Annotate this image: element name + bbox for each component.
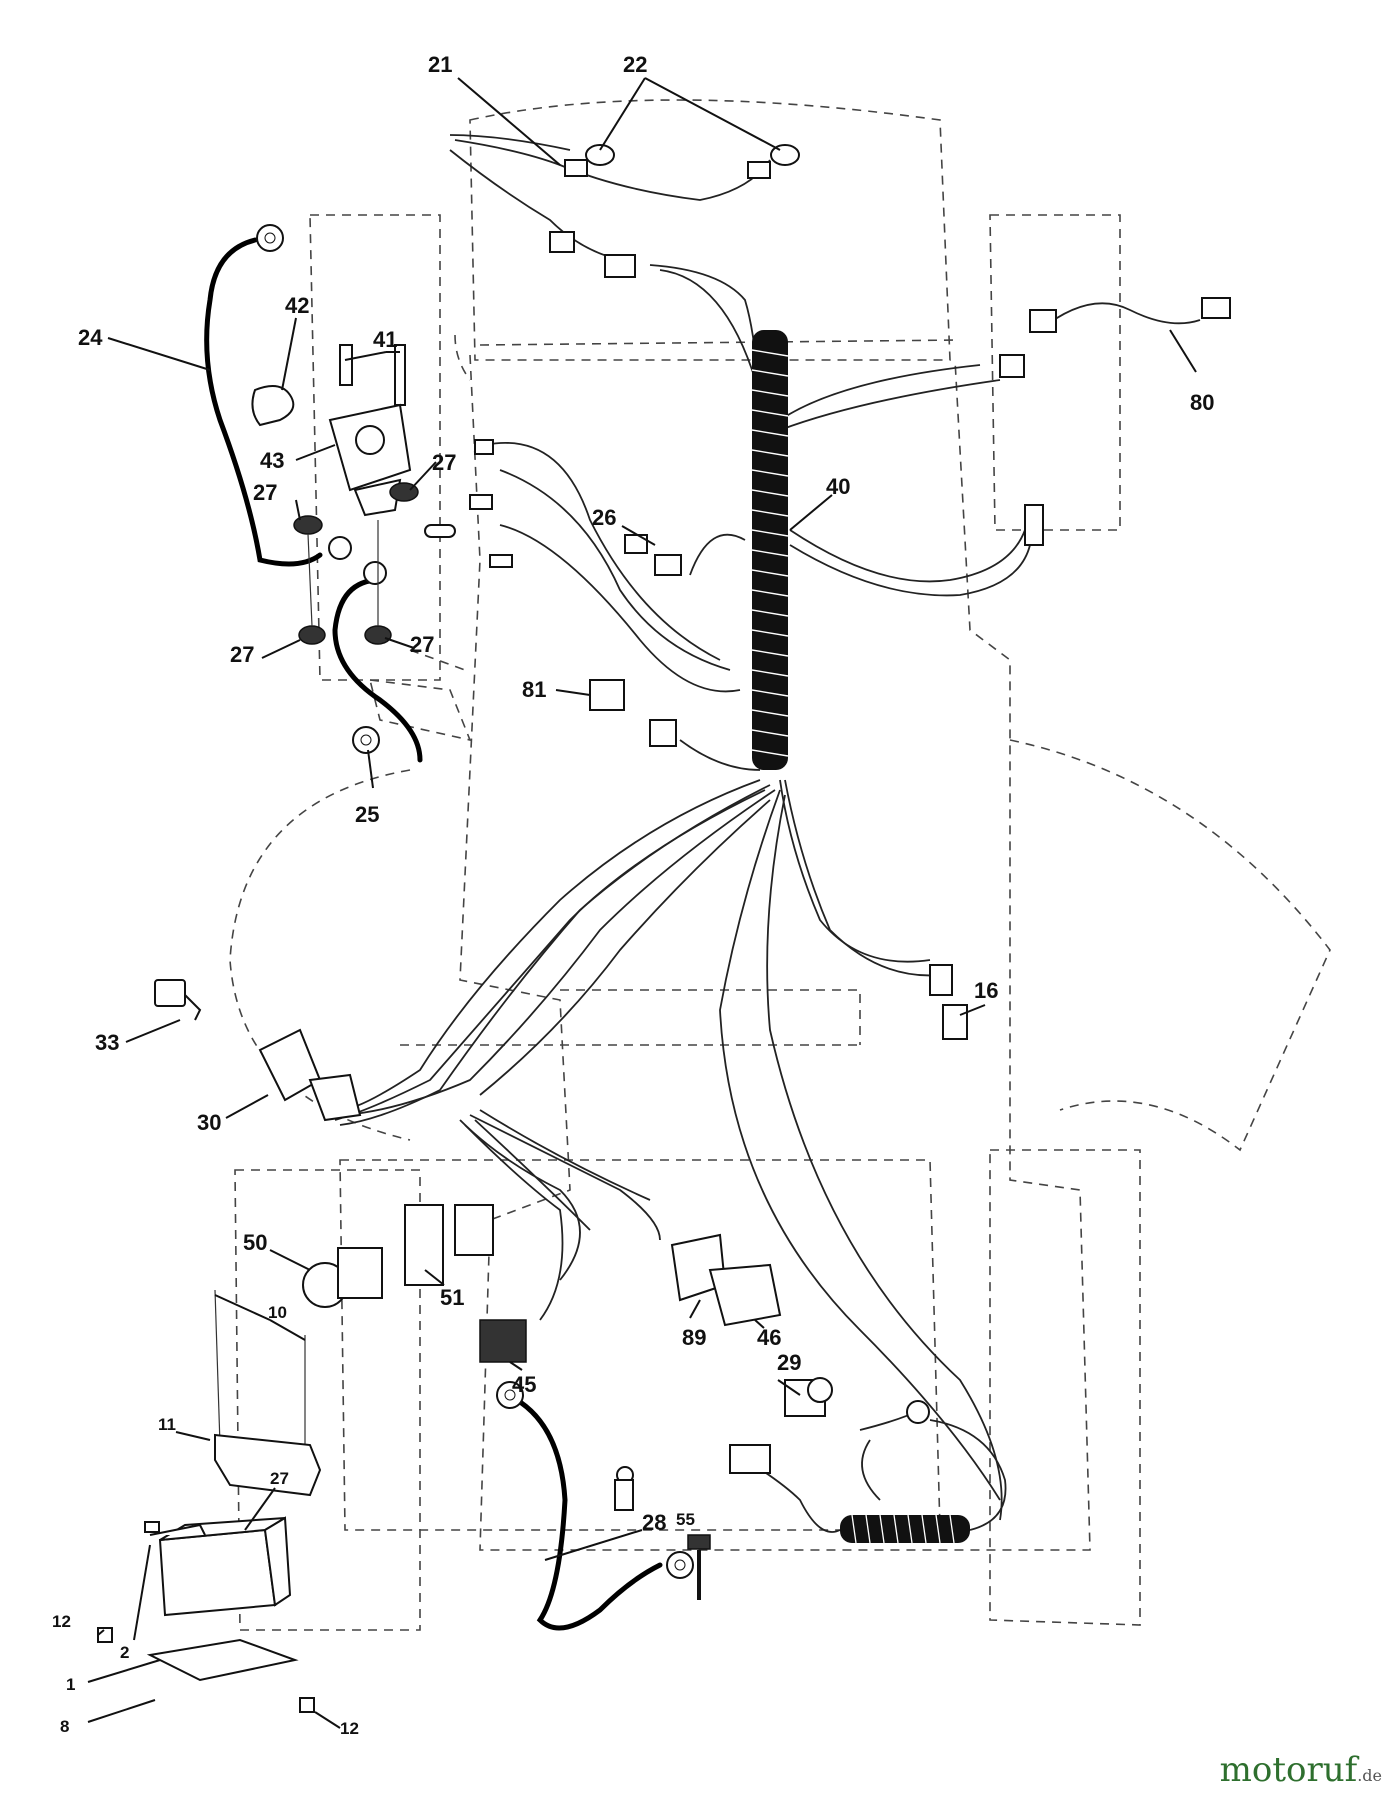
callout-55: 55	[676, 1510, 695, 1529]
callout-81: 81	[522, 677, 546, 702]
ignition-parts	[154, 979, 362, 1122]
callout-27-d: 27	[410, 632, 434, 657]
callout-28: 28	[642, 1510, 666, 1535]
callout-27-c: 27	[230, 642, 254, 667]
callout-12-b: 12	[340, 1719, 359, 1738]
callout-10: 10	[268, 1303, 287, 1322]
callout-46: 46	[757, 1325, 781, 1350]
callout-22: 22	[623, 52, 647, 77]
callout-33: 33	[95, 1030, 119, 1055]
wire-loom-coil	[751, 330, 789, 770]
callout-2: 2	[120, 1643, 129, 1662]
coiled-cable	[729, 1409, 1007, 1544]
callout-labels: 21 22 24 42 41 43 27 27 27 27 40 26 80 8…	[52, 52, 1214, 1738]
leader-lines	[87, 77, 1197, 1729]
battery-assembly	[97, 1289, 322, 1713]
callout-29: 29	[777, 1350, 801, 1375]
starter-solenoid	[251, 344, 419, 645]
callout-26: 26	[592, 505, 616, 530]
callout-21: 21	[428, 52, 452, 77]
callout-8: 8	[60, 1717, 69, 1736]
watermark-text: motoruf	[1219, 1750, 1358, 1790]
callout-24: 24	[78, 325, 103, 350]
callout-25: 25	[355, 802, 379, 827]
callout-27-b: 27	[432, 450, 456, 475]
callout-40: 40	[826, 474, 850, 499]
switch-parts	[302, 1204, 833, 1511]
callout-11: 11	[158, 1415, 176, 1434]
ring-terminals	[256, 224, 930, 1579]
callout-12-a: 12	[52, 1612, 71, 1631]
callout-80: 80	[1190, 390, 1214, 415]
callout-45: 45	[512, 1372, 536, 1397]
callout-27-a: 27	[253, 480, 277, 505]
watermark-suffix: .de	[1357, 1766, 1382, 1785]
harness-connectors	[424, 297, 1231, 1040]
callout-42: 42	[285, 293, 309, 318]
battery-cables	[204, 237, 663, 1631]
callout-30: 30	[197, 1110, 221, 1135]
callout-27-e: 27	[270, 1469, 289, 1488]
callout-1: 1	[66, 1675, 75, 1694]
callout-41: 41	[373, 327, 397, 352]
bolt-55	[687, 1534, 711, 1600]
callout-50: 50	[243, 1230, 267, 1255]
callout-16: 16	[974, 978, 998, 1003]
watermark-logo: motoruf.de	[1220, 1750, 1382, 1790]
callout-43: 43	[260, 448, 284, 473]
callout-51: 51	[440, 1285, 464, 1310]
harness-wires	[334, 134, 1201, 1521]
headlight-sockets	[549, 144, 800, 278]
callout-89: 89	[682, 1325, 706, 1350]
